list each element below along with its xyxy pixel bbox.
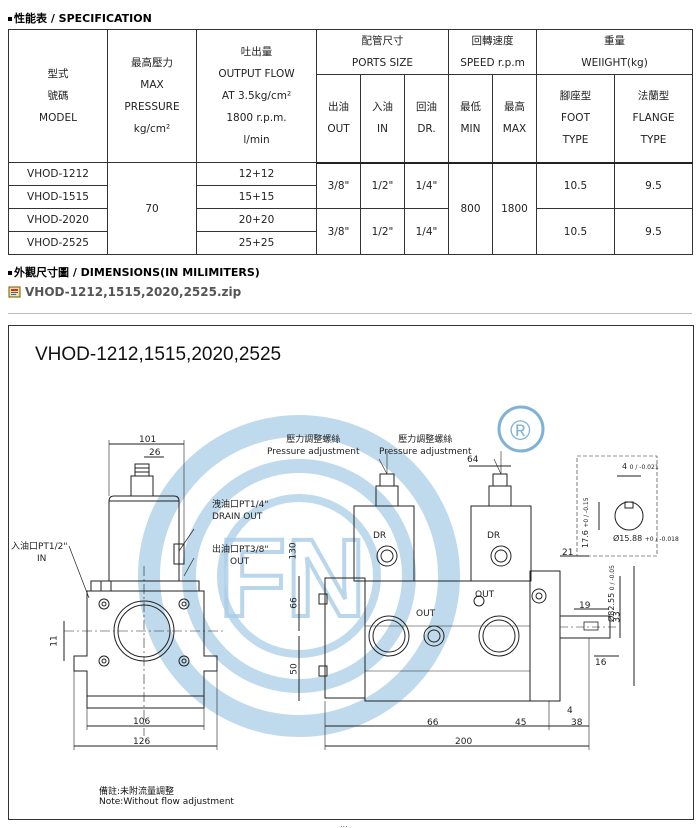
dim-11: 11 (49, 635, 60, 647)
cell-weight-foot: 10.5 (536, 208, 615, 255)
cell-model: VHOD-2020 (8, 208, 108, 232)
cell-flow: 20+20 (196, 208, 317, 232)
cell-port-out: 3/8" (316, 162, 361, 209)
dim-19: 19 (579, 601, 591, 611)
drain-label: 洩油口PT1/4"DRAIN OUT (212, 500, 269, 522)
dr-label-1: DR (373, 531, 387, 541)
dim-15-88: Ø15.88 +0 / -0.018 (613, 534, 679, 543)
spec-section-title: 性能表 / SPECIFICATION (8, 10, 152, 26)
registered-mark-icon: ® (497, 405, 545, 453)
cell-flow: 12+12 (196, 162, 317, 186)
out-label-2: OUT (475, 590, 495, 600)
table-row: VHOD-1212 70 12+12 3/8" 1/2" 1/4" 800 18… (8, 162, 694, 255)
cell-weight-flange: 9.5 (613, 208, 694, 255)
cell-port-in: 1/2" (360, 208, 405, 255)
cell-port-out: 3/8" (316, 208, 361, 255)
cell-speed-min: 800 (448, 162, 493, 255)
table-row: VHOD-2020 20+20 3/8" 1/2" 1/4" 10.5 9.5 (8, 208, 694, 255)
cell-port-in: 1/2" (360, 162, 405, 209)
dim-38: 38 (571, 718, 583, 728)
cell-model: VHOD-1212 (8, 162, 108, 186)
dim-16: 16 (595, 658, 607, 668)
dimensions-section-title-text: 外觀尺寸圖 / DIMENSIONS(IN MILIMITERS) (14, 266, 260, 279)
dim-64: 64 (467, 455, 479, 465)
side-view (63, 440, 224, 750)
dim-106: 106 (133, 717, 151, 727)
dimension-drawing: VHOD-1212,1515,2020,2525 FN ® (8, 325, 694, 820)
cell-flow: 15+15 (196, 185, 317, 209)
dim-50: 50 (289, 663, 300, 675)
dim-200: 200 (455, 737, 473, 747)
cell-flow: 25+25 (196, 231, 317, 255)
drawing-canvas: FN ® (63, 405, 658, 750)
inlet-label: 入油口PT1/2"IN (11, 542, 68, 564)
zip-download-link[interactable]: VHOD-1212,1515,2020,2525.zip (8, 285, 241, 299)
note-cn: 備註:未附流量調整 (99, 787, 175, 797)
dimensions-section-title: 外觀尺寸圖 / DIMENSIONS(IN MILIMITERS) (8, 264, 260, 280)
note-en: Note:Without flow adjustment (99, 797, 234, 807)
dim-key-4: 4 0 / -0.021 (622, 462, 659, 471)
bullet-icon (8, 271, 12, 275)
cell-port-dr: 1/4" (404, 162, 449, 209)
front-view (298, 451, 635, 750)
spec-section-title-text: 性能表 / SPECIFICATION (14, 12, 152, 25)
table-row: VHOD-2525 25+25 (8, 231, 693, 255)
table-row: VHOD-1515 15+15 (8, 185, 693, 209)
cell-weight-foot: 10.5 (536, 162, 615, 209)
cell-weight-flange: 9.5 (613, 162, 694, 209)
drawing-title: VHOD-1212,1515,2020,2525 (35, 344, 282, 365)
watermark-logo: FN (138, 415, 460, 737)
dim-26: 26 (149, 448, 161, 458)
out-label-1: OUT (416, 609, 436, 619)
shaft-detail (576, 455, 658, 557)
bullet-icon (8, 17, 12, 21)
dim-17-6: 17.6 +0 / -0.15 (581, 497, 590, 548)
cell-pressure: 70 (107, 162, 197, 255)
outlet-label: 出油口PT3/8"OUT (212, 545, 269, 567)
dim-82-55: Ø82.55 0 / -0.05 (607, 565, 616, 622)
cell-speed-max: 1800 (492, 162, 537, 255)
footer-fragment: ... (340, 820, 348, 828)
dim-45: 45 (515, 718, 527, 728)
cell-model: VHOD-1515 (8, 185, 108, 209)
dim-130: 130 (288, 542, 299, 560)
zip-link-label: VHOD-1212,1515,2020,2525.zip (25, 285, 242, 299)
section-divider (8, 313, 692, 314)
dim-126: 126 (133, 737, 151, 747)
dim-101: 101 (139, 435, 157, 445)
svg-text:®: ® (510, 415, 531, 446)
cell-model: VHOD-2525 (8, 231, 108, 255)
dim-21: 21 (562, 548, 574, 558)
dim-66-horizontal: 66 (427, 718, 439, 728)
dr-label-2: DR (487, 531, 501, 541)
zip-file-icon (8, 286, 22, 299)
dim-4: 4 (567, 706, 573, 716)
dim-66-vertical: 66 (289, 597, 300, 609)
cell-port-dr: 1/4" (404, 208, 449, 255)
